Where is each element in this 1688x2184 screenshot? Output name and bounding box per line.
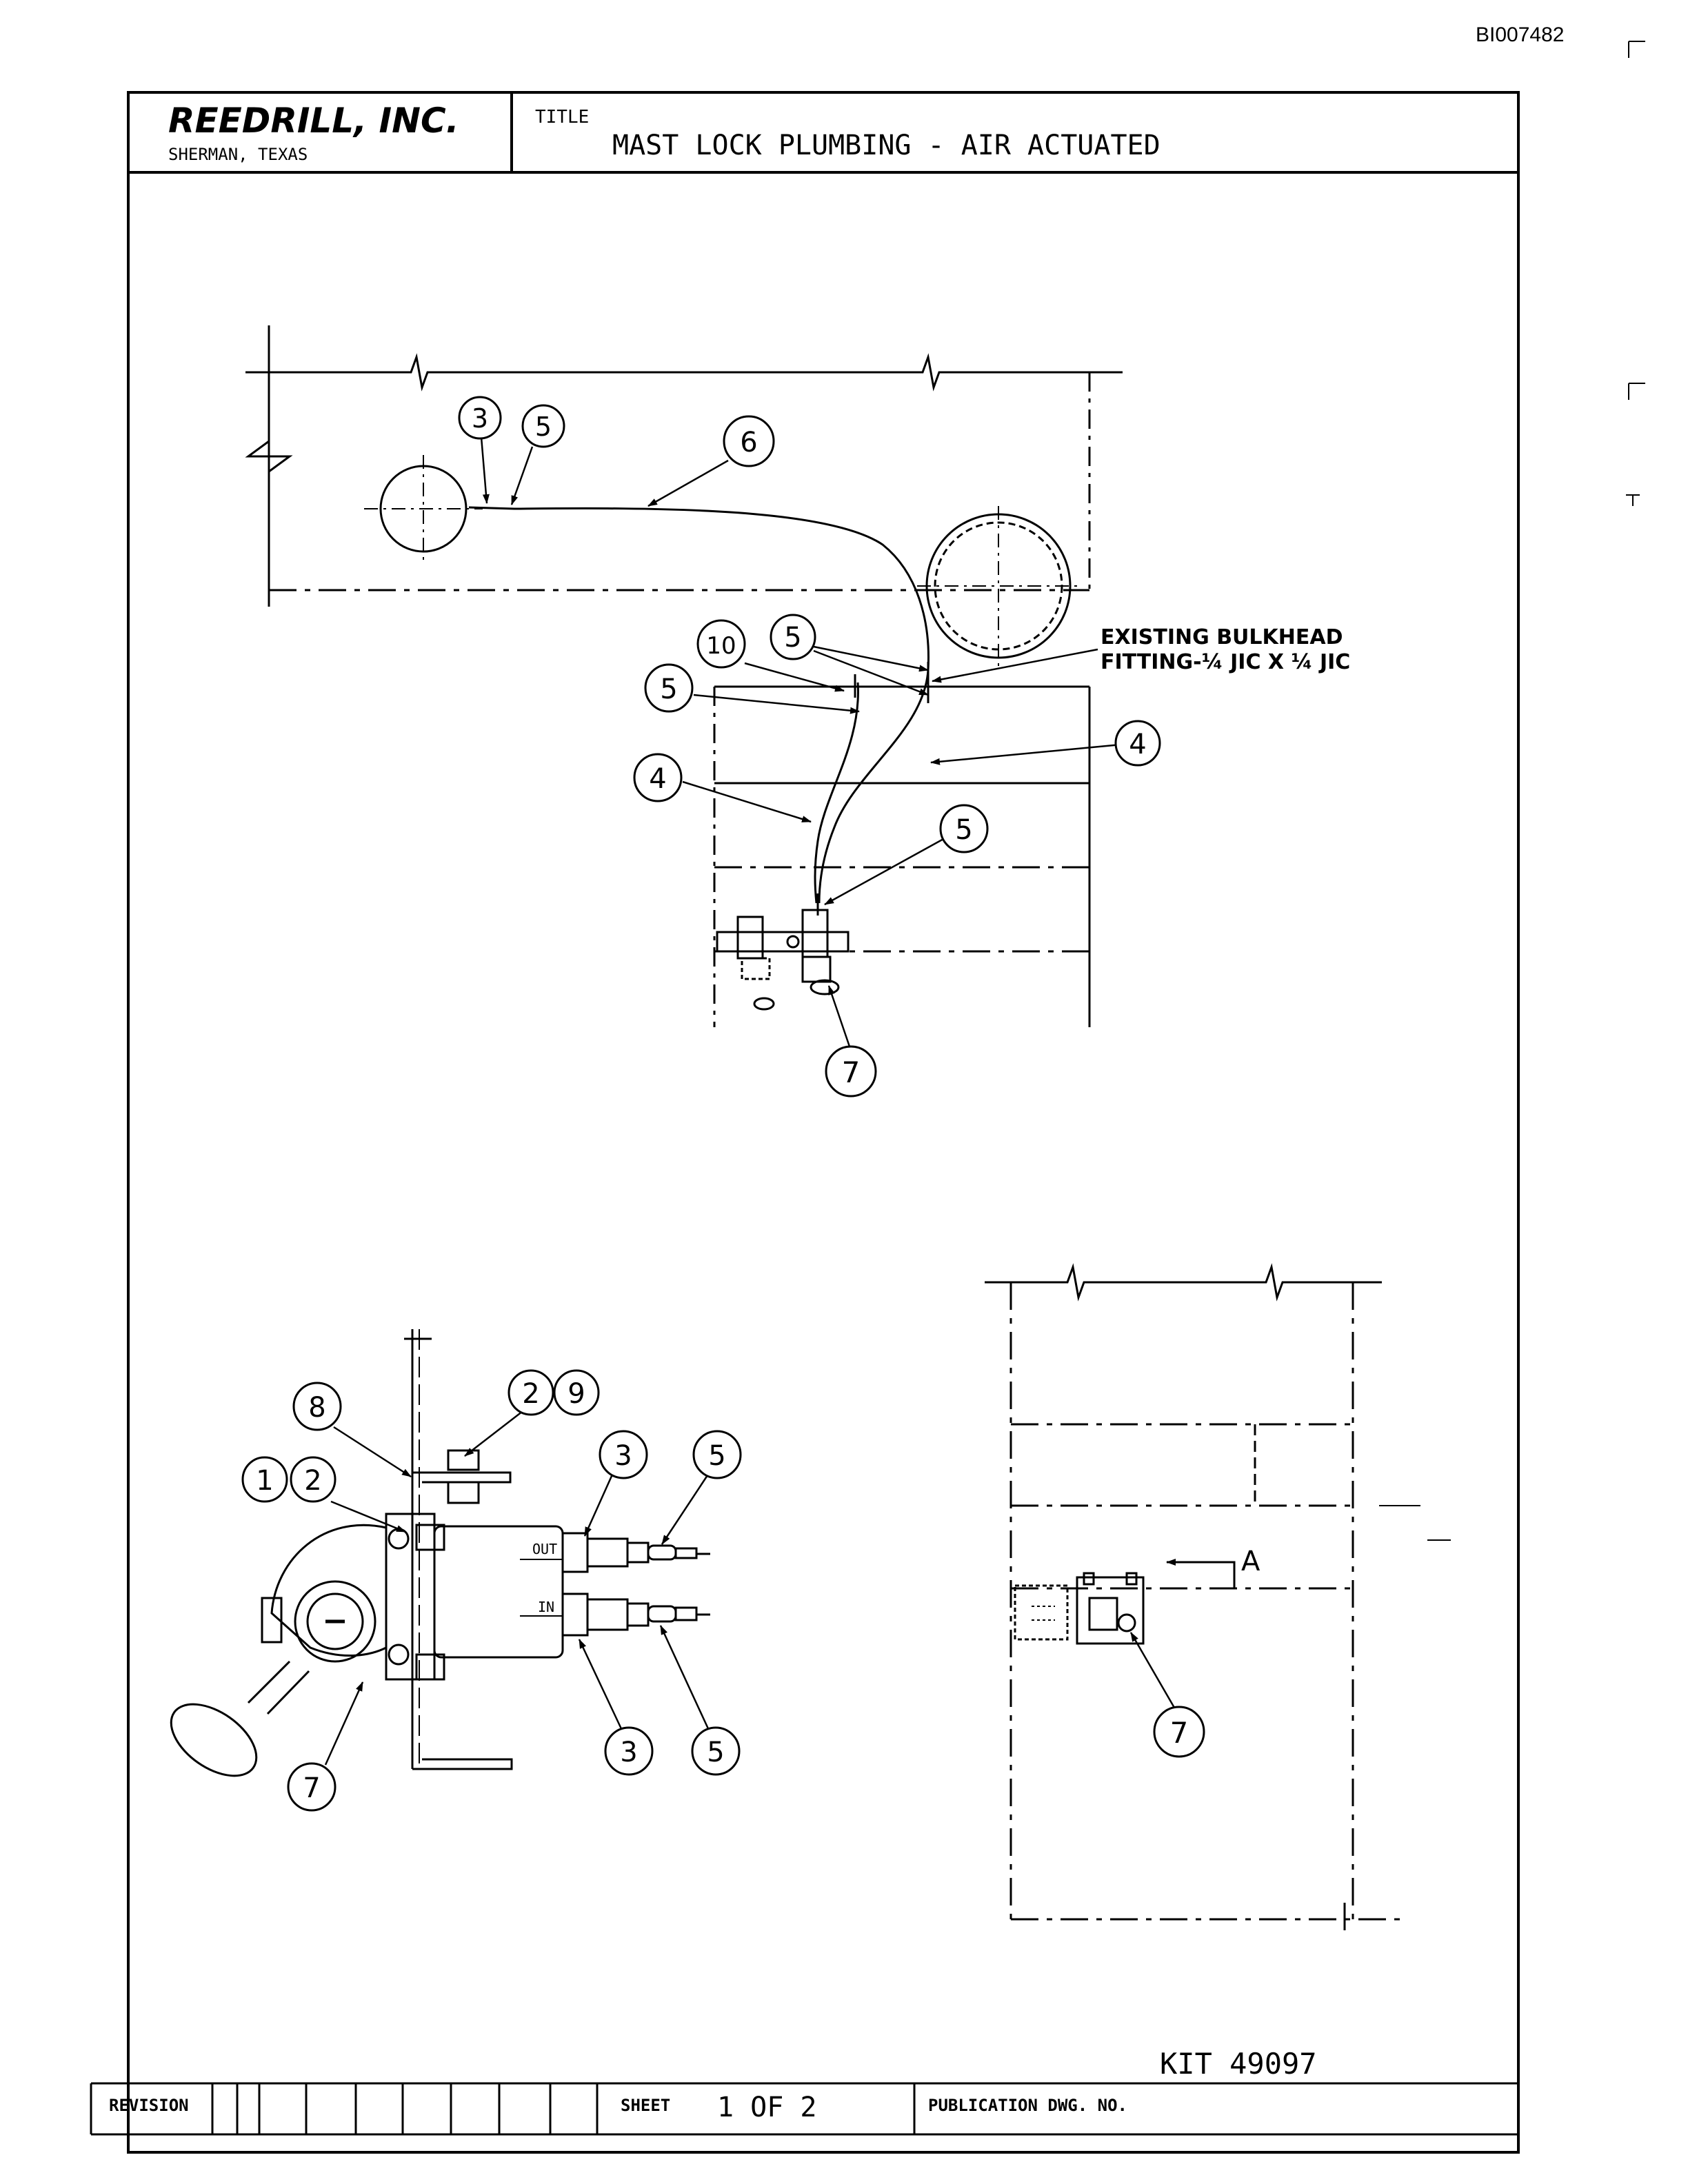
side-view: [985, 1263, 1451, 1930]
title-block: REEDRILL, INC. SHERMAN, TEXAS TITLE MAST…: [168, 101, 1160, 164]
callout-7: 7: [825, 1045, 877, 1098]
detail-view: [170, 1329, 710, 1777]
callout-6: 6: [723, 415, 775, 467]
callout-2: 2: [508, 1369, 554, 1416]
bulkhead-note: EXISTING BULKHEAD FITTING-¼ JIC X ¼ JIC: [1101, 625, 1350, 674]
callout-9: 9: [553, 1369, 600, 1416]
callout-5: 5: [521, 404, 565, 448]
callout-5: 5: [692, 1430, 742, 1479]
svg-text:5: 5: [660, 674, 677, 705]
callout-4: 4: [1114, 720, 1161, 767]
callout-5: 5: [691, 1726, 741, 1776]
svg-text:6: 6: [740, 427, 757, 458]
callout-4: 4: [633, 753, 683, 802]
callout-10: 10: [696, 619, 746, 669]
callout-3: 3: [599, 1430, 648, 1479]
company-name: REEDRILL, INC.: [168, 101, 459, 141]
in-label: IN: [538, 1599, 554, 1615]
callout-2: 2: [290, 1456, 336, 1503]
svg-text:3: 3: [472, 403, 488, 434]
svg-text:2: 2: [304, 1465, 321, 1497]
svg-text:8: 8: [308, 1392, 325, 1424]
detail-callouts: 8 2 9 1 2 3 5 3: [241, 1369, 742, 1812]
svg-text:7: 7: [842, 1055, 861, 1089]
sheet-label: SHEET: [621, 2096, 670, 2115]
drawing-title: MAST LOCK PLUMBING - AIR ACTUATED: [612, 130, 1160, 161]
publication-label: PUBLICATION DWG. NO.: [928, 2096, 1127, 2115]
callout-5: 5: [939, 804, 989, 853]
top-view: [245, 325, 1123, 1027]
svg-text:1: 1: [256, 1465, 273, 1497]
callout-8: 8: [292, 1382, 342, 1431]
svg-text:4: 4: [1129, 729, 1146, 760]
callout-1: 1: [241, 1456, 288, 1503]
svg-text:10: 10: [706, 632, 736, 660]
svg-text:2: 2: [522, 1378, 539, 1410]
company-location: SHERMAN, TEXAS: [168, 145, 308, 164]
title-label: TITLE: [535, 107, 589, 128]
callout-5: 5: [644, 663, 694, 713]
side-view-annotations: A 7: [1129, 1546, 1260, 1758]
sheet-value: 1 OF 2: [717, 2092, 817, 2123]
svg-text:4: 4: [649, 763, 666, 795]
kit-number: KIT 49097: [1160, 2047, 1317, 2081]
svg-text:5: 5: [707, 1737, 724, 1768]
callout-7: 7: [1153, 1706, 1205, 1758]
registration-marks: [1626, 41, 1645, 506]
svg-text:7: 7: [303, 1772, 320, 1804]
detail-port-labels: OUT IN: [532, 1541, 557, 1615]
svg-text:5: 5: [708, 1440, 725, 1472]
top-view-leaders: [480, 436, 1122, 1047]
section-a-label: A: [1241, 1546, 1260, 1577]
svg-text:5: 5: [955, 814, 972, 846]
svg-text:9: 9: [567, 1378, 585, 1410]
svg-text:5: 5: [784, 622, 801, 654]
callout-7: 7: [287, 1762, 336, 1812]
footer-strip: [90, 2082, 1518, 2136]
revision-label: REVISION: [109, 2096, 189, 2115]
sheet-border: [127, 91, 1520, 2154]
svg-text:3: 3: [620, 1737, 637, 1768]
bulkhead-note-line2: FITTING-¼ JIC X ¼ JIC: [1101, 650, 1350, 674]
svg-text:7: 7: [1170, 1716, 1189, 1750]
document-id: BI007482: [1476, 23, 1565, 46]
svg-text:5: 5: [535, 412, 552, 442]
bulkhead-note-line1: EXISTING BULKHEAD: [1101, 625, 1343, 649]
detail-leaders: [324, 1408, 712, 1766]
callout-3: 3: [458, 396, 502, 440]
top-view-callouts: 3 5 6 10 5 5 4 4: [458, 396, 1161, 1098]
out-label: OUT: [532, 1541, 557, 1557]
callout-5: 5: [770, 614, 816, 660]
svg-text:3: 3: [614, 1440, 632, 1472]
callout-3: 3: [604, 1726, 654, 1776]
